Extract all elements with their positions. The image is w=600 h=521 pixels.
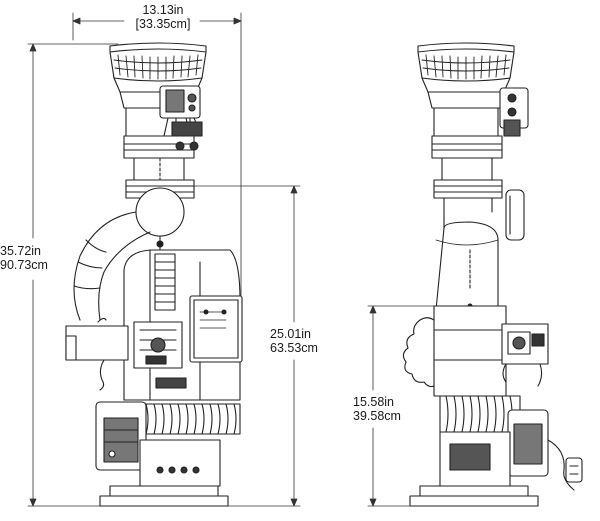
front-view-monitor (65, 42, 243, 507)
dimension-lines (27, 12, 471, 507)
pivot-height-metric: 63.53cm (270, 341, 318, 355)
side-pivot-height-imperial: 15.58in (353, 395, 395, 409)
side-view-monitor (402, 42, 583, 507)
overall-height-dimension-label: 35.72in 90.73cm (0, 244, 68, 272)
pivot-height-dimension-label: 25.01in 63.53cm (270, 327, 332, 355)
width-dimension-label: 13.13in [33.35cm] (128, 3, 198, 31)
coiled-hose-front (139, 403, 241, 435)
width-imperial: 13.13in (142, 3, 184, 17)
overall-height-metric: 90.73cm (0, 258, 48, 272)
coiled-hose-side (439, 395, 521, 433)
side-pivot-height-metric: 39.58cm (353, 409, 401, 423)
pivot-height-imperial: 25.01in (270, 327, 312, 341)
overall-height-imperial: 35.72in (0, 244, 42, 258)
side-pivot-height-dimension-label: 15.58in 39.58cm (353, 395, 415, 423)
width-metric: [33.35cm] (135, 17, 191, 31)
